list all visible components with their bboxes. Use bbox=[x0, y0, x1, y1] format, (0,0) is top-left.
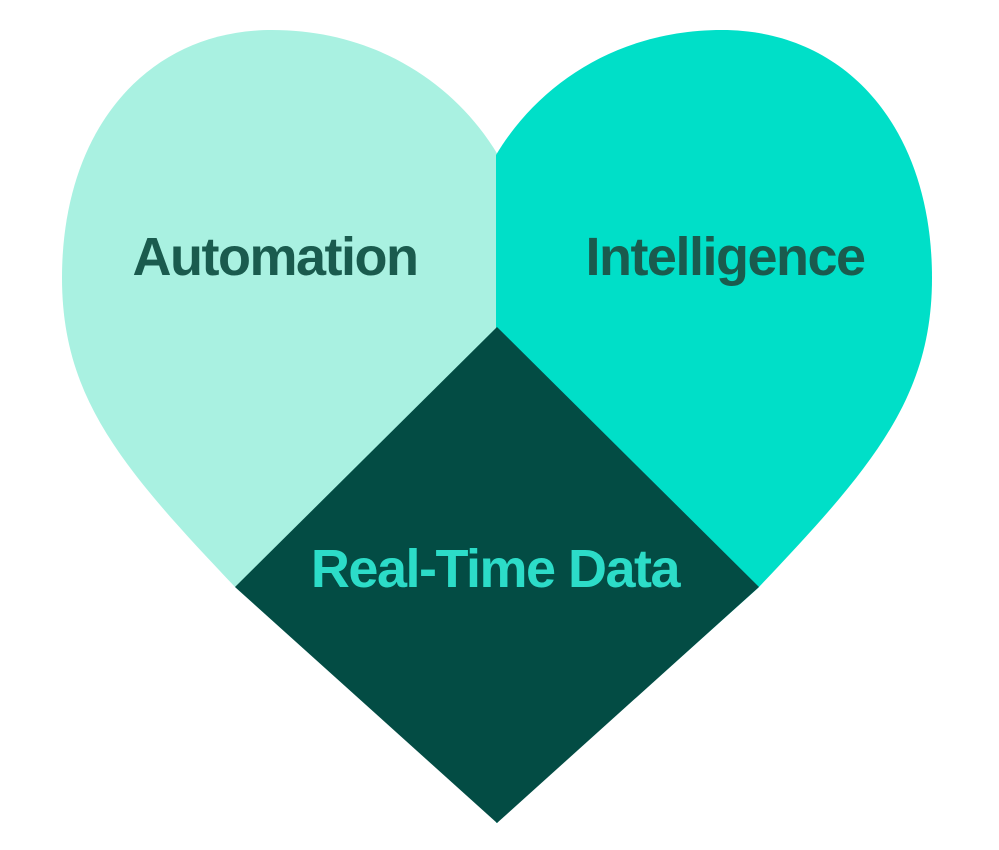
intelligence-label: Intelligence bbox=[585, 227, 866, 287]
automation-label: Automation bbox=[132, 227, 419, 287]
real-time-data-region-shape bbox=[235, 327, 759, 823]
real-time-data-label: Real-Time Data bbox=[310, 539, 681, 599]
